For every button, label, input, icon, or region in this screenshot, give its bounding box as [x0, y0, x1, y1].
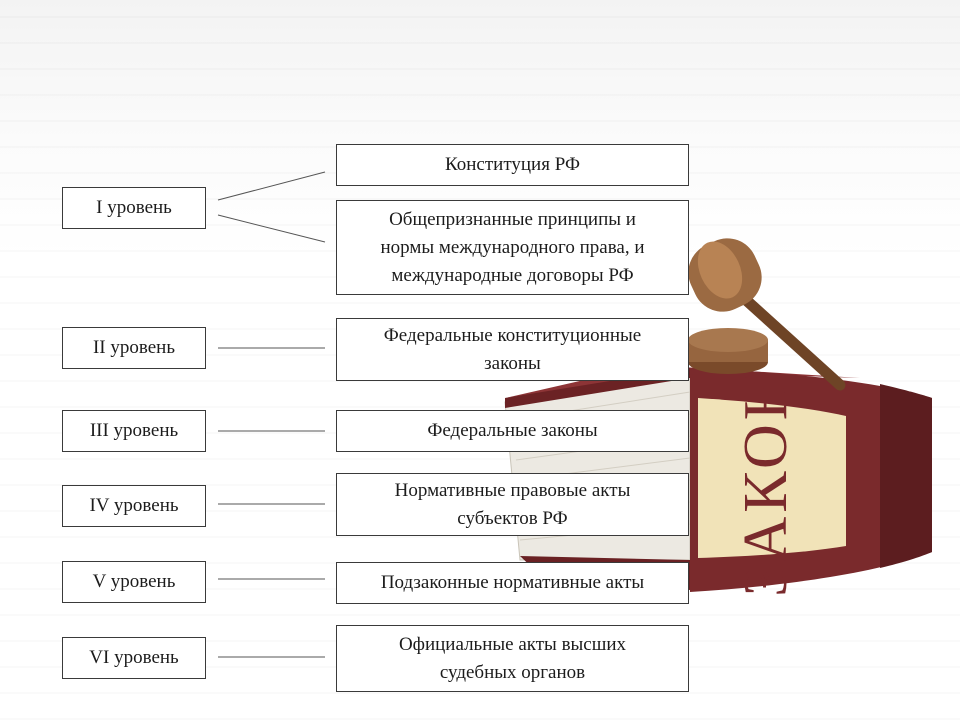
gavel	[688, 238, 846, 391]
level-box-4: IV уровень	[62, 485, 206, 527]
doc-box-constitution: Конституция РФ	[336, 144, 689, 186]
doc-box-federal-constitutional-laws: Федеральные конституционные законы	[336, 318, 689, 381]
connector-line	[217, 214, 326, 243]
level-box-3: III уровень	[62, 410, 206, 452]
book-spine-text: ЗАКОН	[732, 371, 800, 596]
doc-box-regional-acts: Нормативные правовые акты субъектов РФ	[336, 473, 689, 536]
doc-box-international-law: Общепризнанные принципы и нормы междунар…	[336, 200, 689, 295]
connector-line	[217, 171, 326, 201]
doc-box-court-acts: Официальные акты высших судебных органов	[336, 625, 689, 692]
book-spine-label	[698, 398, 846, 558]
level-box-5: V уровень	[62, 561, 206, 603]
book-spine-shade	[880, 384, 932, 568]
level-box-6: VI уровень	[62, 637, 206, 679]
level-box-2: II уровень	[62, 327, 206, 369]
doc-box-bylaws: Подзаконные нормативные акты	[336, 562, 689, 604]
gavel-handle	[729, 284, 846, 391]
level-box-1: I уровень	[62, 187, 206, 229]
doc-box-federal-laws: Федеральные законы	[336, 410, 689, 452]
